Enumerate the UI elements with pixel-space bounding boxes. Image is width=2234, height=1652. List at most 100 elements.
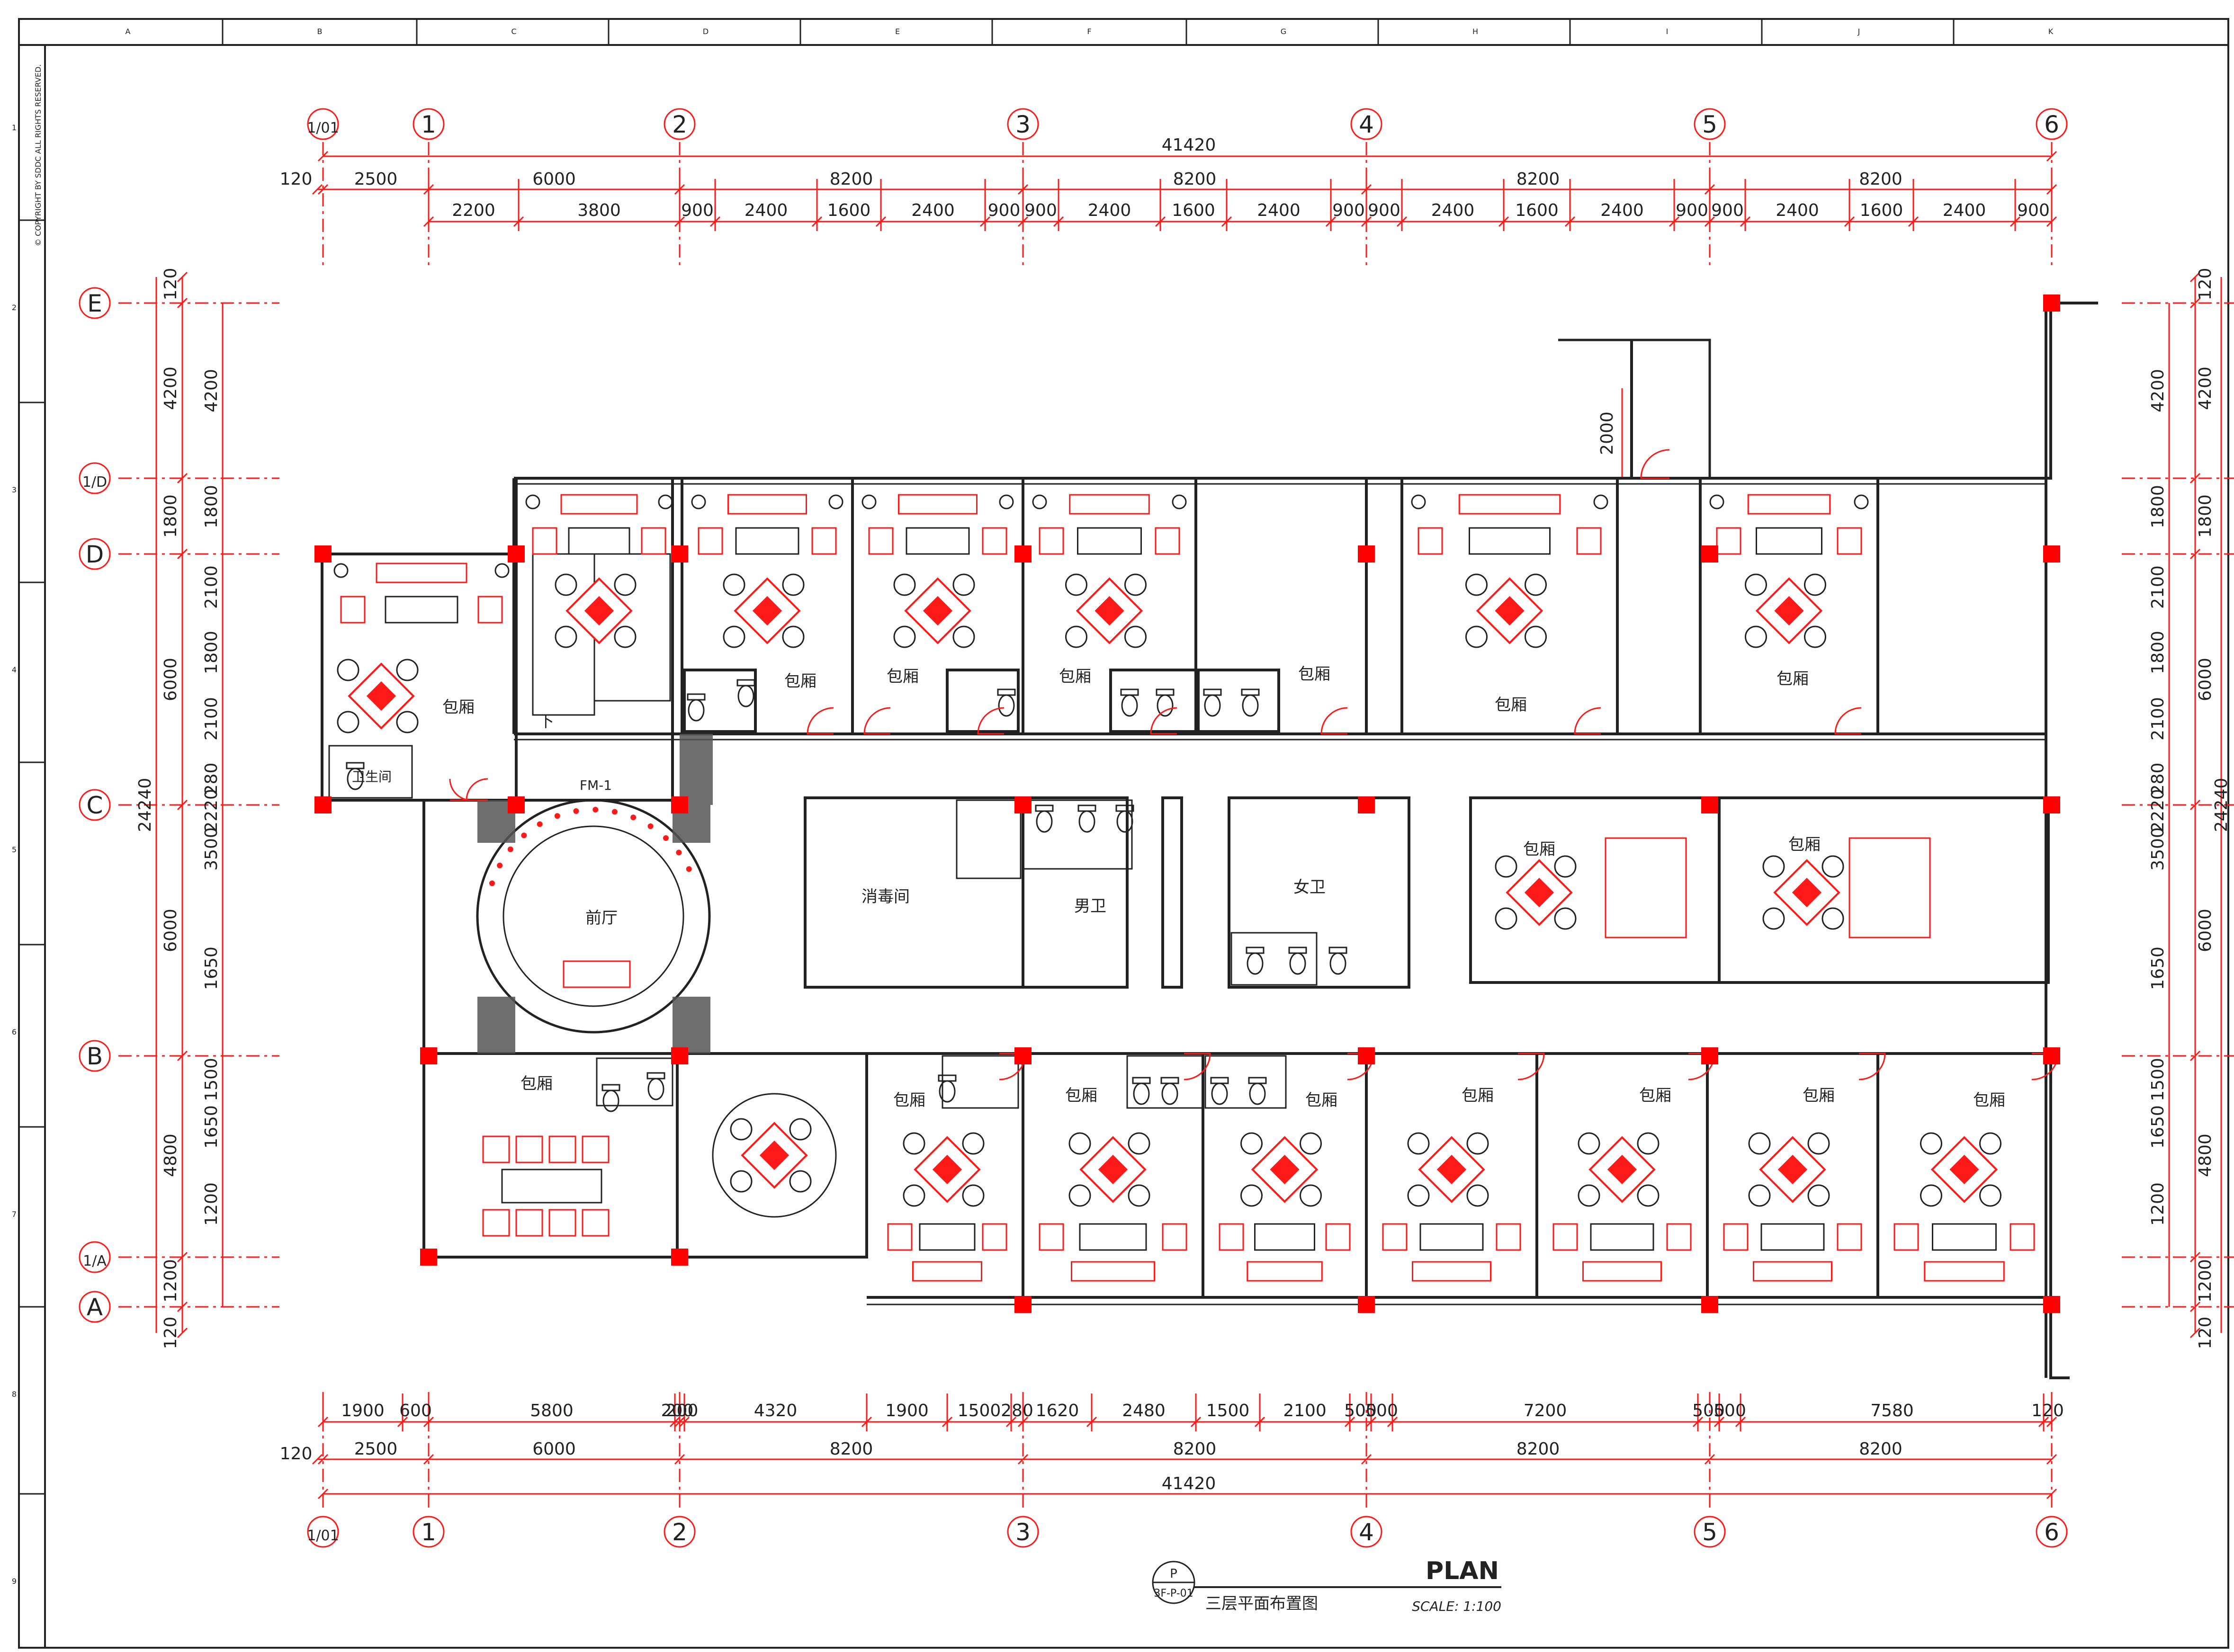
grid-bubble-label: A	[87, 1294, 103, 1321]
sofa	[912, 1261, 982, 1282]
sofa	[727, 494, 807, 515]
dimension-tick	[2189, 297, 2201, 309]
toilet	[1329, 952, 1346, 975]
dimension-lines	[155, 151, 2222, 1500]
dimension-text: 1600	[1172, 201, 1215, 220]
table-mark	[366, 681, 396, 711]
frame-column-letter: A	[126, 27, 131, 36]
toilet-tank	[736, 679, 755, 687]
frame-row-number: 5	[12, 845, 17, 854]
lobby-light	[489, 880, 495, 886]
copyright-note: © COPYRIGHT BY SDDC ALL RIGHTS RESERVED.	[34, 64, 43, 246]
coffee-table	[1760, 1223, 1825, 1251]
sofa	[1071, 1261, 1155, 1282]
grid-bubble-label: C	[87, 792, 103, 819]
armchair	[811, 527, 837, 555]
grid-bubble	[79, 538, 111, 570]
structural-column	[508, 545, 525, 563]
stair-down-label: 下	[538, 712, 554, 731]
grid-bubble-label: 1	[421, 111, 436, 138]
lobby-light	[537, 821, 543, 827]
chair	[396, 659, 419, 681]
toilet	[1289, 952, 1306, 975]
grid-bubble-label: 4	[1359, 111, 1374, 138]
dimension-tick	[177, 271, 188, 283]
grid-bubble	[413, 108, 445, 140]
toilet	[737, 685, 754, 707]
door-swing	[863, 707, 891, 735]
chair	[555, 573, 577, 596]
armchair	[1219, 1223, 1244, 1251]
table-mark	[1270, 1154, 1300, 1185]
chair	[1554, 907, 1577, 930]
dimension-text: 4800	[161, 1134, 180, 1177]
dimension-text: 8200	[1516, 1439, 1560, 1459]
sofa	[1753, 1261, 1832, 1282]
grid-bubble-label: 3	[1015, 1518, 1031, 1546]
grid-bubble-label: 4	[1359, 1518, 1374, 1546]
chair	[1465, 625, 1488, 648]
dimension-text: 2100	[1283, 1401, 1327, 1420]
chair	[1466, 1184, 1489, 1207]
sofa-set	[1219, 1223, 1351, 1282]
toilet-tank	[1241, 688, 1260, 696]
armchair	[982, 527, 1007, 555]
sofa-set	[1893, 1223, 2035, 1282]
dimension-text: 900	[1368, 201, 1400, 220]
dimension-text: 900	[1711, 201, 1744, 220]
coffee-table	[1932, 1223, 1997, 1251]
toilet-tank	[1156, 688, 1175, 696]
chair	[1240, 1132, 1263, 1155]
door-swing	[1517, 1053, 1545, 1080]
structural-column	[420, 1249, 437, 1266]
door-swing	[1834, 707, 1862, 735]
chair	[1525, 573, 1547, 596]
dimension-tick	[423, 1454, 434, 1465]
frame-column-letter: B	[317, 27, 323, 36]
room-label: 包厢	[1776, 670, 1809, 688]
dimension-text: 2400	[1257, 201, 1301, 220]
dimension-text: 1500	[2148, 1058, 2168, 1101]
toilet-tank	[1077, 804, 1096, 812]
door-swing	[977, 707, 1005, 735]
toilet-tank	[1210, 1077, 1229, 1084]
armchair	[1418, 527, 1443, 555]
mahjong-table	[903, 1132, 985, 1207]
grid-bubble	[2036, 1516, 2068, 1548]
sofa	[1458, 494, 1561, 515]
room-label: 包厢	[1788, 835, 1821, 854]
toilet-tank	[1035, 804, 1054, 812]
grid-bubble	[2036, 108, 2068, 140]
dimension-text: 24240	[135, 778, 155, 832]
grid-bubble-label: D	[86, 541, 104, 568]
mahjong-table	[1762, 855, 1844, 930]
sofa-set	[691, 494, 843, 555]
armchair	[887, 1223, 913, 1251]
grid-bubble	[79, 1241, 111, 1273]
dimension-text: 500	[1714, 1401, 1746, 1420]
chair	[1554, 855, 1577, 878]
frame-column-letter: I	[1666, 27, 1669, 36]
structural-column	[314, 545, 332, 563]
toilet	[1036, 810, 1053, 833]
toilet	[998, 694, 1015, 717]
furniture-layer	[333, 494, 2035, 1282]
structural-column	[1358, 545, 1375, 563]
room-label: 包厢	[1495, 696, 1527, 714]
dimension-text: 1500	[1206, 1401, 1250, 1420]
sofa	[1582, 1261, 1662, 1282]
grid-bubble	[307, 108, 339, 140]
chair	[1979, 1132, 2001, 1155]
toilet	[602, 1089, 619, 1112]
sofa-set	[1552, 1223, 1692, 1282]
dimension-text: 1200	[161, 1259, 180, 1303]
coffee-table	[1756, 527, 1822, 555]
armchair	[1837, 1223, 1862, 1251]
grid-bubble-label: B	[87, 1043, 103, 1070]
dimension-tick	[2189, 473, 2201, 484]
sofa	[1247, 1261, 1323, 1282]
lamp	[861, 494, 877, 509]
dimension-text: 1800	[2148, 485, 2168, 528]
